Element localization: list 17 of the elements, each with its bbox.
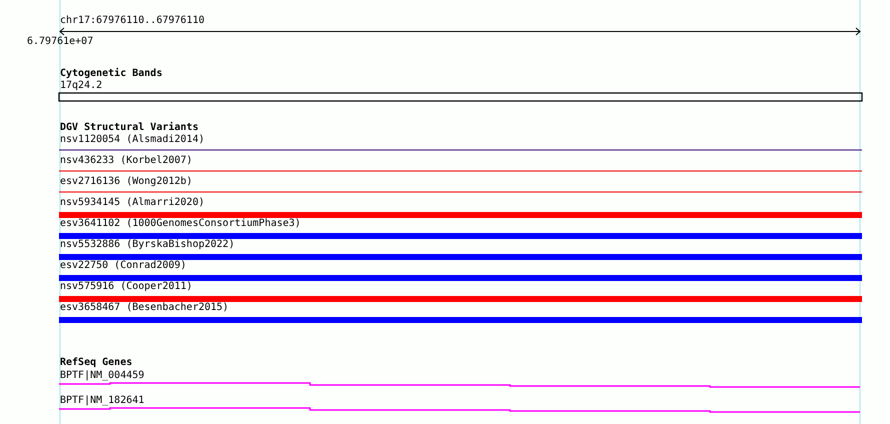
feature-label: esv2716136 (Wong2012b) — [60, 176, 192, 187]
scale-label: 6.79761e+07 — [27, 36, 94, 47]
feature-label: esv3641102 (1000GenomesConsortiumPhase3) — [60, 218, 301, 229]
feature-label: BPTF|NM_004459 — [60, 370, 144, 381]
track-title: RefSeq Genes — [60, 357, 132, 368]
feature-label: nsv5532886 (ByrskaBishop2022) — [60, 239, 235, 250]
feature-label: nsv575916 (Cooper2011) — [60, 281, 192, 292]
feature-label: nsv436233 (Korbel2007) — [60, 155, 192, 166]
track-title: Cytogenetic Bands — [60, 68, 162, 79]
track-title: DGV Structural Variants — [60, 122, 198, 133]
feature-label: esv22750 (Conrad2009) — [60, 260, 186, 271]
feature-label: esv3658467 (Besenbacher2015) — [60, 302, 229, 313]
feature-label: BPTF|NM_182641 — [60, 395, 144, 406]
feature-label: nsv1120054 (Alsmadi2014) — [60, 134, 204, 145]
band-label: 17q24.2 — [60, 80, 102, 91]
region-label: chr17:67976110..67976110 — [60, 15, 204, 26]
feature-label: nsv5934145 (Almarri2020) — [60, 197, 204, 208]
